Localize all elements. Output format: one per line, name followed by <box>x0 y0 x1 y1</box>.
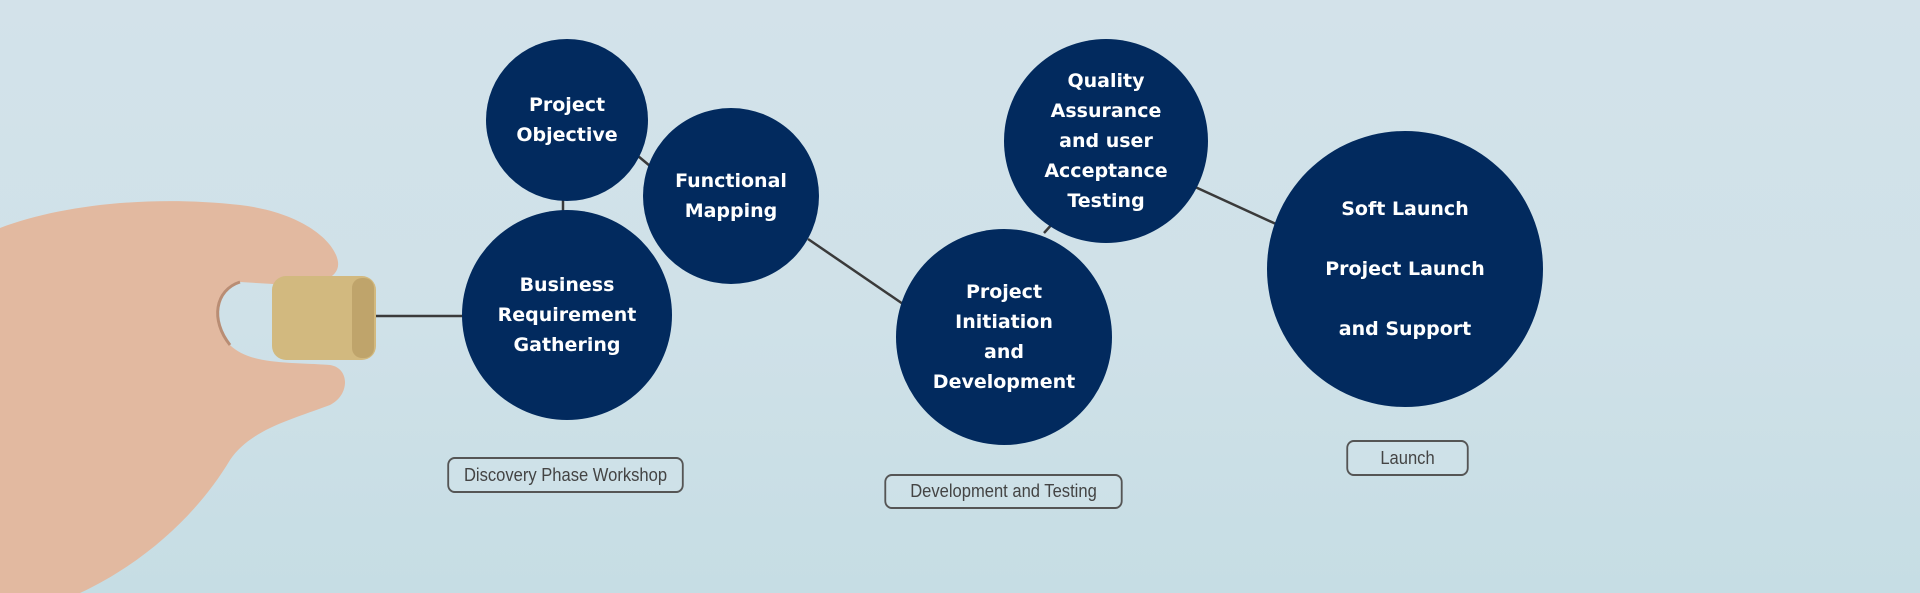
node-text: Functional <box>675 170 787 192</box>
phase-label-development: Development and Testing <box>884 474 1123 509</box>
wooden-cube <box>272 276 376 360</box>
node-text: Project <box>528 94 606 116</box>
node-text: Project <box>965 281 1043 303</box>
node-text: and <box>984 341 1024 363</box>
node-text: Gathering <box>513 334 621 356</box>
hand-illustration <box>0 201 345 593</box>
phase-label-launch: Launch <box>1346 440 1469 476</box>
node-text: Acceptance <box>1044 160 1168 182</box>
node-text: Testing <box>1067 190 1145 212</box>
node-text: Requirement <box>497 304 637 326</box>
phase-label-discovery: Discovery Phase Workshop <box>447 457 684 493</box>
node-text: Mapping <box>684 200 778 222</box>
node-text: Project Launch <box>1325 258 1485 280</box>
node-text: Business <box>519 274 615 296</box>
node-text: and user <box>1059 130 1153 152</box>
node-text: Development <box>932 371 1076 393</box>
node-text: Soft Launch <box>1341 198 1469 220</box>
node-text: Assurance <box>1050 100 1162 122</box>
node-text: Objective <box>516 124 618 146</box>
node-text: Initiation <box>955 311 1053 333</box>
node-text: Quality <box>1067 70 1145 92</box>
node-text: and Support <box>1338 318 1472 340</box>
